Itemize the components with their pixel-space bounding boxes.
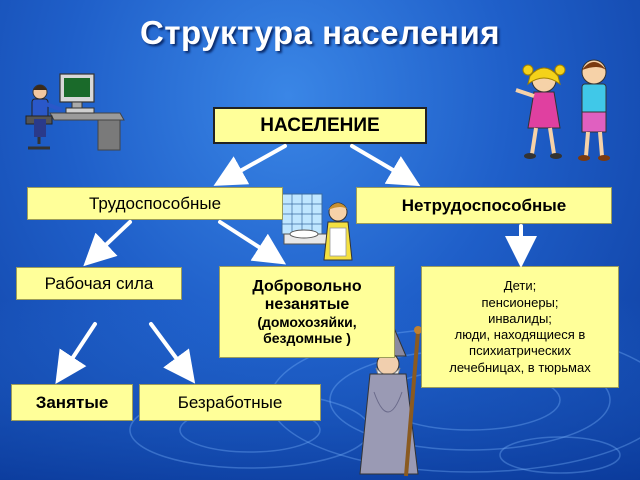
non-able-item: Дети;	[503, 278, 537, 294]
non-able-item: психиатрических	[469, 343, 571, 359]
node-voluntary-unemployed: Добровольно незанятые (домохозяйки, безд…	[219, 266, 395, 358]
node-unemployed: Безработные	[139, 384, 321, 421]
children-illustration	[515, 59, 610, 161]
node-able-bodied: Трудоспособные	[27, 187, 283, 220]
non-able-item: инвалиды;	[488, 310, 552, 326]
node-labor-force: Рабочая сила	[16, 267, 182, 300]
voluntary-line-4: бездомные )	[263, 330, 351, 347]
non-able-item: лечебницах, в тюрьмах	[449, 359, 591, 375]
node-non-able-list: Дети; пенсионеры; инвалиды; люди, находя…	[421, 266, 619, 388]
non-able-item: люди, находящиеся в	[454, 327, 586, 342]
node-population: НАСЕЛЕНИЕ	[213, 107, 427, 144]
node-not-able-bodied: Нетрудоспособные	[356, 187, 612, 224]
computer-user-illustration	[25, 73, 125, 151]
page-title: Структура населения	[139, 14, 500, 51]
housewife-illustration	[281, 193, 353, 261]
voluntary-line-1: Добровольно	[252, 277, 362, 295]
voluntary-line-2: незанятые	[264, 295, 350, 313]
voluntary-line-3: (домохозяйки,	[257, 314, 357, 331]
non-able-item: пенсионеры;	[481, 294, 559, 310]
node-employed: Занятые	[11, 384, 133, 421]
